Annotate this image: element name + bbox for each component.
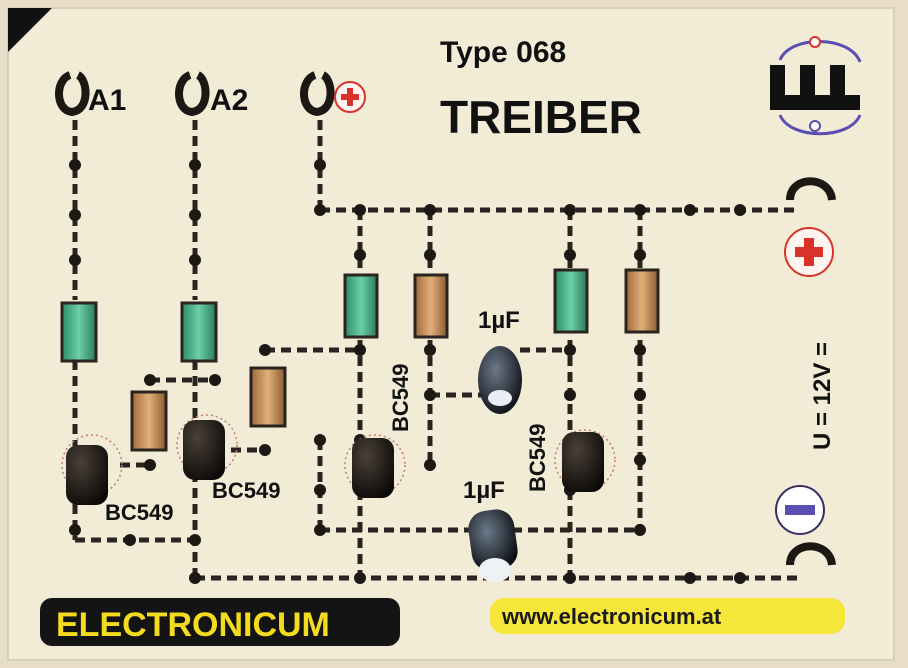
type-label: Type 068 [440, 36, 566, 69]
plus-icon [784, 227, 834, 277]
capacitor-1-label: 1µF [478, 307, 520, 334]
transistor-1-label: BC549 [105, 500, 173, 525]
capacitor-2-label: 1µF [463, 477, 505, 504]
minus-icon [775, 485, 825, 535]
terminal-springs[interactable] [55, 71, 836, 566]
electronicum-logo-icon [770, 36, 862, 136]
board-title: TREIBER [440, 91, 642, 143]
board-background [7, 7, 895, 661]
resistors [60, 268, 660, 452]
url-text[interactable]: www.electronicum.at [501, 604, 722, 629]
terminal-plus-icon [334, 81, 366, 113]
solder-pads [69, 159, 746, 584]
transistors [61, 414, 616, 505]
terminal-a1-label: A1 [88, 84, 126, 117]
capacitors [468, 346, 522, 582]
terminal-a2-label: A2 [210, 84, 248, 117]
corner-mark [8, 8, 52, 52]
brand-text: ELECTRONICUM [56, 606, 330, 644]
transistor-4-label: BC549 [525, 424, 550, 492]
voltage-label: U = 12V = [809, 342, 836, 450]
transistor-2-label: BC549 [212, 478, 280, 503]
transistor-3-label: BC549 [388, 364, 413, 432]
brand-box [40, 598, 400, 646]
url-box [490, 598, 845, 634]
